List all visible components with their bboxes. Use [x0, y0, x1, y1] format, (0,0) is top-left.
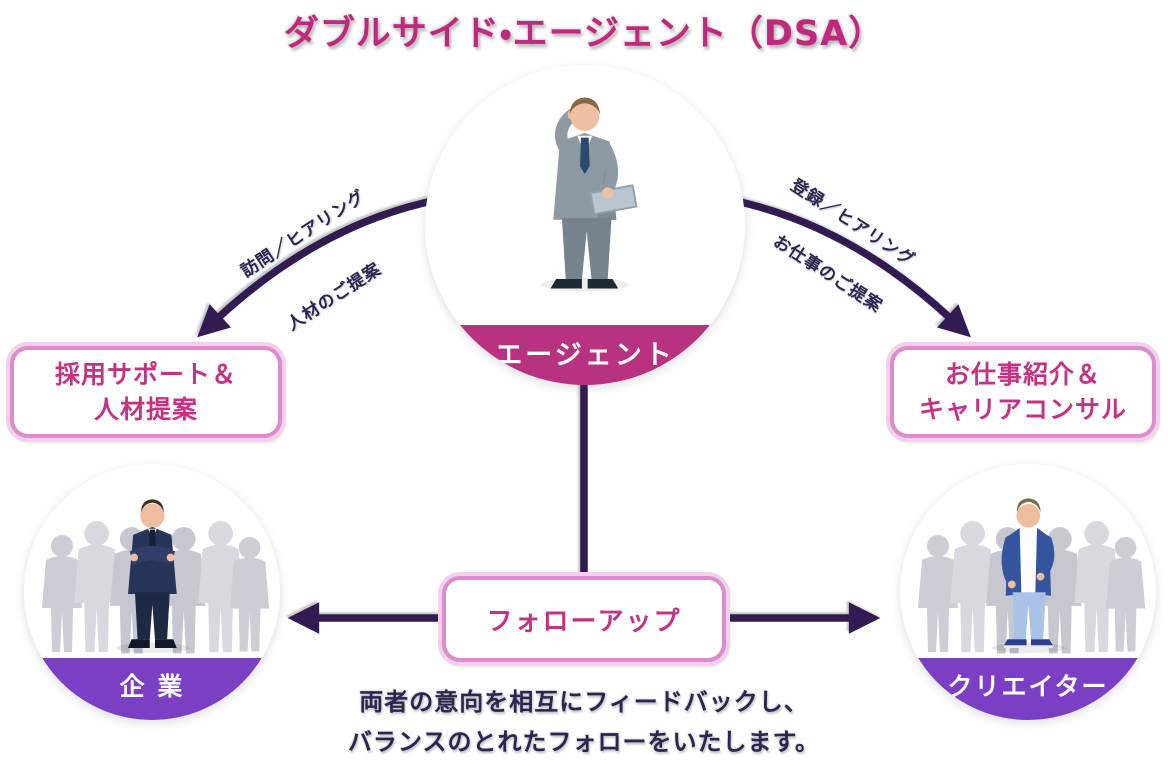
footer-line1: 両者の意向を相互にフィードバックし、: [359, 688, 809, 716]
diagram-title: ダブルサイド・エージェント（DSA）: [283, 14, 885, 54]
job-intro-line2: キャリアコンサル: [918, 395, 1127, 424]
recruit-support-line2: 人材提案: [93, 395, 198, 424]
footer-line2: バランスのとれたフォローをいたします。: [347, 728, 821, 756]
company-illustration: [42, 499, 270, 654]
arrow-agent-to-creator: [727, 196, 971, 338]
footer-note: 両者の意向を相互にフィードバックし、 バランスのとれたフォローをいたします。: [0, 682, 1168, 762]
followup-label: フォローアップ: [486, 606, 682, 637]
company-node: 企 業: [24, 464, 280, 720]
creator-illustration: [918, 498, 1146, 654]
agent-ribbon: エージェント: [425, 325, 745, 385]
company-main-figure: [115, 499, 189, 654]
job-intro-line1: お仕事紹介＆: [944, 359, 1101, 389]
creator-node: クリエイター: [900, 464, 1156, 720]
company-ribbon: 企 業: [24, 658, 280, 720]
agent-node: エージェント: [425, 65, 745, 385]
recruit-support-box: 採用サポート＆ 人材提案: [10, 346, 282, 438]
agent-label: エージェント: [495, 339, 675, 371]
creator-main-figure: [991, 498, 1065, 654]
job-intro-box: お仕事紹介＆ キャリアコンサル: [890, 346, 1156, 438]
arrow-agent-to-company: [197, 196, 441, 338]
company-label: 企 業: [119, 672, 185, 701]
recruit-support-line1: 採用サポート＆: [54, 359, 237, 389]
creator-ribbon: クリエイター: [900, 658, 1156, 720]
followup-box: フォローアップ: [442, 576, 726, 662]
agent-illustration: [540, 97, 638, 292]
creator-label: クリエイター: [947, 672, 1109, 701]
